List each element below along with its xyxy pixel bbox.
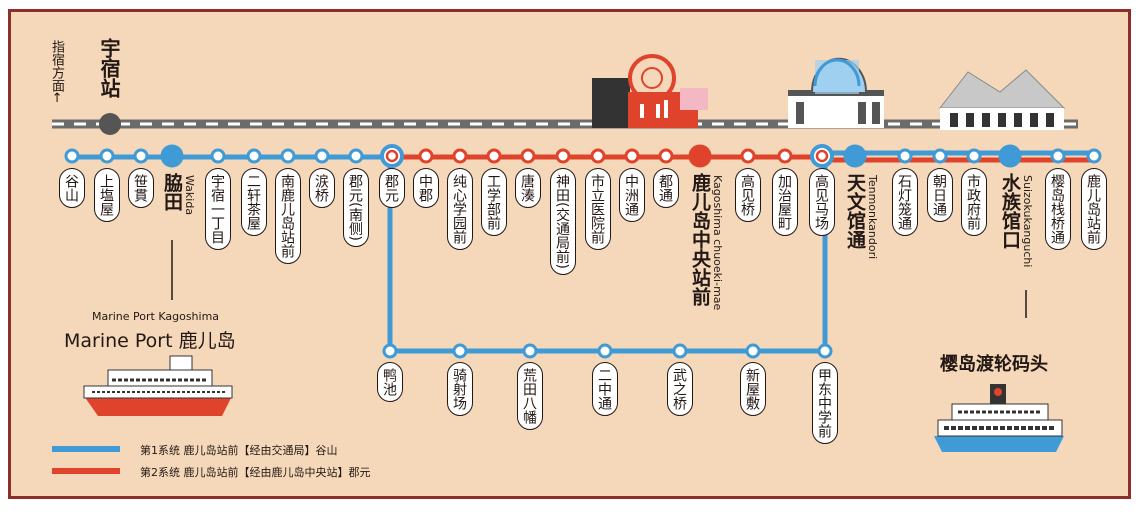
stop-dot bbox=[590, 148, 606, 164]
stop-dot bbox=[817, 343, 833, 359]
station-label: 高见马场 bbox=[809, 168, 835, 236]
stop-dot bbox=[672, 343, 688, 359]
station-label: 都通 bbox=[653, 168, 679, 208]
stop-dot bbox=[624, 148, 640, 164]
major-station-dot bbox=[998, 144, 1022, 168]
station-label: 涙桥 bbox=[309, 168, 335, 208]
station-label: 骑射场 bbox=[447, 362, 473, 416]
station-romaji: Wakida bbox=[183, 175, 196, 216]
stop-dot bbox=[348, 148, 364, 164]
major-station-dot bbox=[688, 144, 712, 168]
stop-dot bbox=[1050, 148, 1066, 164]
stop-dot bbox=[740, 148, 756, 164]
aquarium-building-icon bbox=[938, 69, 1066, 130]
station-label: 樱岛栈桥通 bbox=[1045, 168, 1071, 250]
stop-dot bbox=[520, 148, 536, 164]
major-station-label: 鹿儿岛中央站前 bbox=[689, 173, 711, 306]
ferry-terminal-label: 樱岛渡轮码头 bbox=[940, 354, 1048, 375]
station-label: 市立医院前 bbox=[585, 168, 611, 250]
station-label: 鹿儿岛站前 bbox=[1081, 168, 1107, 250]
marine-port-small-label: Marine Port Kagoshima bbox=[92, 310, 220, 323]
stop-dot bbox=[452, 148, 468, 164]
stop-dot bbox=[897, 148, 913, 164]
stop-dot bbox=[522, 343, 538, 359]
major-station-dot bbox=[160, 144, 184, 168]
legend-label-1: 第1系统 鹿儿岛站前【经由交通局】谷山 bbox=[140, 444, 338, 457]
transfer-inner-dot bbox=[815, 149, 829, 163]
stop-dot bbox=[133, 148, 149, 164]
major-station-label: 天文馆通 bbox=[844, 173, 866, 249]
ship-icon bbox=[83, 355, 233, 416]
station-label: 高见桥 bbox=[735, 168, 761, 222]
station-label: 唐湊 bbox=[515, 168, 541, 208]
major-station-label: 脇田 bbox=[161, 173, 183, 211]
station-label: 中郡 bbox=[413, 168, 439, 208]
stop-dot bbox=[932, 148, 948, 164]
stop-dot bbox=[99, 148, 115, 164]
station-label: 二轩茶屋 bbox=[241, 168, 267, 236]
legend-label-2: 第2系统 鹿儿岛站前【经由鹿儿岛中央站】郡元 bbox=[140, 466, 371, 479]
station-label: 神田(交通局前) bbox=[550, 168, 576, 275]
station-label: 武之桥 bbox=[667, 362, 693, 416]
station-label: 荒田八幡 bbox=[517, 362, 543, 430]
stop-dot bbox=[777, 148, 793, 164]
station-label: 中洲通 bbox=[619, 168, 645, 222]
station-label: 上塩屋 bbox=[94, 168, 120, 222]
station-romaji: Tenmonkandori bbox=[866, 175, 879, 260]
stop-dot bbox=[486, 148, 502, 164]
direction-label: 指宿方面← bbox=[49, 40, 64, 103]
stop-dot bbox=[745, 343, 761, 359]
stop-dot bbox=[280, 148, 296, 164]
stop-dot bbox=[314, 148, 330, 164]
stop-dot bbox=[382, 343, 398, 359]
station-label: 鸭池 bbox=[377, 362, 403, 402]
usuki-station-label: 宇宿站 bbox=[97, 38, 121, 98]
station-label: 郡元 bbox=[379, 168, 405, 208]
station-label: 郡元(南侧) bbox=[343, 168, 369, 247]
ferry-icon bbox=[934, 384, 1064, 452]
station-label: 宇宿一丁目 bbox=[205, 168, 231, 250]
station-label: 加治屋町 bbox=[772, 168, 798, 236]
station-label: 石灯笼通 bbox=[892, 168, 918, 236]
station-label: 新屋敷 bbox=[740, 362, 766, 416]
station-label: 谷山 bbox=[59, 168, 85, 208]
stop-dot bbox=[64, 148, 80, 164]
transfer-inner-dot bbox=[385, 149, 399, 163]
station-label: 市政府前 bbox=[961, 168, 987, 236]
station-label: 朝日通 bbox=[927, 168, 953, 222]
stop-dot bbox=[418, 148, 434, 164]
stop-dot bbox=[597, 343, 613, 359]
station-label: 二中通 bbox=[592, 362, 618, 416]
usuki-station-dot bbox=[99, 113, 121, 135]
marine-port-label: Marine Port 鹿儿岛 bbox=[64, 330, 236, 352]
stop-dot bbox=[658, 148, 674, 164]
dome-building-icon bbox=[813, 58, 861, 94]
major-station-dot bbox=[843, 144, 867, 168]
stop-dot bbox=[1086, 148, 1102, 164]
ferris-wheel-icon bbox=[592, 54, 708, 128]
stop-dot bbox=[210, 148, 226, 164]
stop-dot bbox=[555, 148, 571, 164]
stop-dots bbox=[64, 144, 1102, 359]
major-station-label: 水族馆口 bbox=[999, 173, 1021, 249]
station-romaji: Suizokukanguchi bbox=[1021, 175, 1034, 268]
station-label: 工学部前 bbox=[481, 168, 507, 236]
station-romaji: Kagoshima chuoeki-mae bbox=[711, 175, 724, 311]
stop-dot bbox=[246, 148, 262, 164]
station-label: 南鹿儿岛站前 bbox=[275, 168, 301, 264]
station-label: 纯心学园前 bbox=[447, 168, 473, 250]
station-label: 笹貫 bbox=[128, 168, 154, 208]
stop-dot bbox=[452, 343, 468, 359]
jr-line bbox=[52, 113, 1078, 135]
stop-dot bbox=[966, 148, 982, 164]
station-label: 甲东中学前 bbox=[812, 362, 838, 444]
